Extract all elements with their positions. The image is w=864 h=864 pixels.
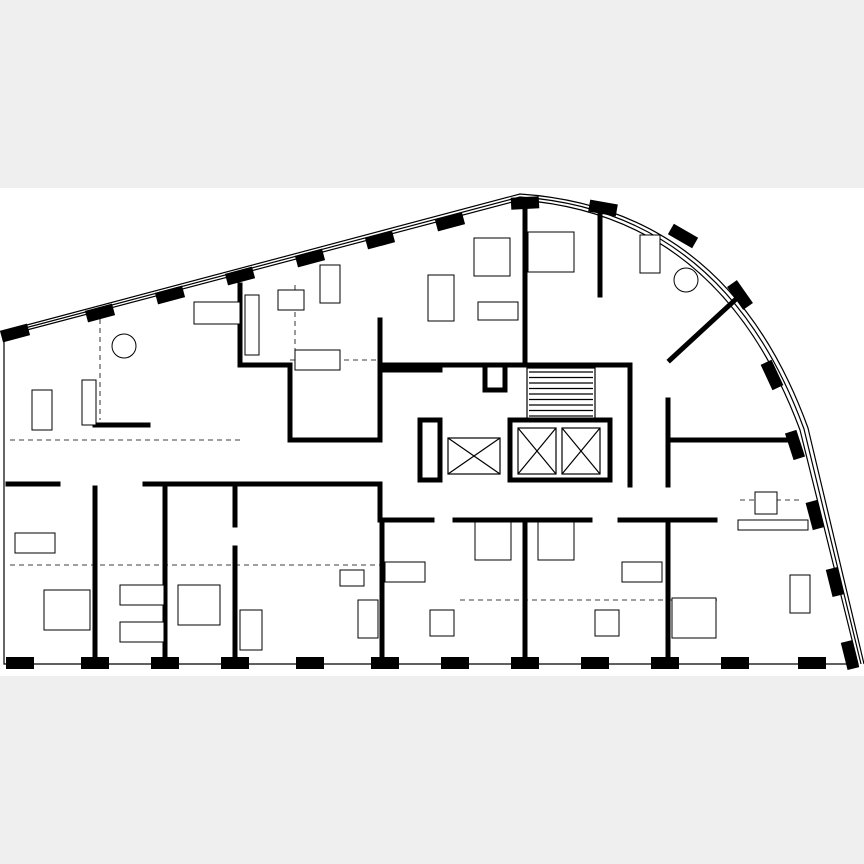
elevator-icon — [561, 427, 601, 475]
column — [727, 280, 753, 310]
bed-icon — [671, 597, 717, 639]
elevator-icon — [447, 437, 501, 475]
sofa-icon — [789, 574, 811, 614]
dining-table-icon — [277, 289, 305, 311]
column — [511, 657, 539, 669]
bathtub-icon — [294, 349, 341, 371]
sofa-icon — [639, 234, 661, 274]
bed-icon — [527, 231, 575, 273]
dining-table-icon — [339, 569, 365, 587]
column — [441, 657, 469, 669]
dining-table-icon — [673, 267, 699, 293]
column — [221, 657, 249, 669]
stair-core — [447, 367, 601, 475]
sofa-icon — [319, 264, 341, 304]
bed-icon — [43, 589, 91, 631]
facade — [3, 193, 864, 665]
bed-icon — [193, 301, 241, 325]
bed-icon — [427, 274, 455, 322]
column — [371, 657, 399, 669]
column — [588, 199, 618, 217]
column — [798, 657, 826, 669]
column — [721, 657, 749, 669]
column — [151, 657, 179, 669]
bathtub-icon — [14, 532, 56, 554]
column — [434, 212, 466, 232]
sofa-icon — [31, 389, 53, 431]
column — [6, 657, 34, 669]
column — [760, 359, 784, 391]
bed-icon — [177, 584, 221, 626]
column — [296, 657, 324, 669]
column — [81, 657, 109, 669]
column — [0, 323, 31, 343]
bathtub-icon — [477, 301, 519, 321]
bathtub-icon — [621, 561, 663, 583]
kitchen-counter — [81, 379, 97, 426]
kitchen-counter — [737, 519, 809, 531]
dining-table-icon — [594, 609, 620, 637]
column — [825, 566, 845, 598]
column — [154, 285, 186, 305]
dining-table-icon — [429, 609, 455, 637]
sofa-icon — [357, 599, 379, 639]
column — [224, 266, 256, 286]
bed-icon — [537, 521, 575, 561]
bed-icon — [119, 621, 165, 643]
column — [651, 657, 679, 669]
bathtub-icon — [384, 561, 426, 583]
bed-icon — [119, 584, 165, 606]
bed-icon — [239, 609, 263, 651]
bed-icon — [473, 237, 511, 277]
dining-table-icon — [754, 491, 778, 515]
kitchen-counter — [244, 294, 260, 356]
column — [294, 248, 326, 268]
column — [840, 639, 860, 671]
column — [805, 499, 825, 531]
furniture — [14, 231, 811, 651]
interior-walls — [5, 202, 793, 663]
column — [784, 429, 806, 461]
column — [364, 230, 396, 250]
elevator-icon — [517, 427, 557, 475]
bed-icon — [474, 521, 512, 561]
dining-table-icon — [111, 333, 137, 359]
column — [667, 223, 699, 249]
structural-columns — [0, 196, 860, 671]
column — [581, 657, 609, 669]
